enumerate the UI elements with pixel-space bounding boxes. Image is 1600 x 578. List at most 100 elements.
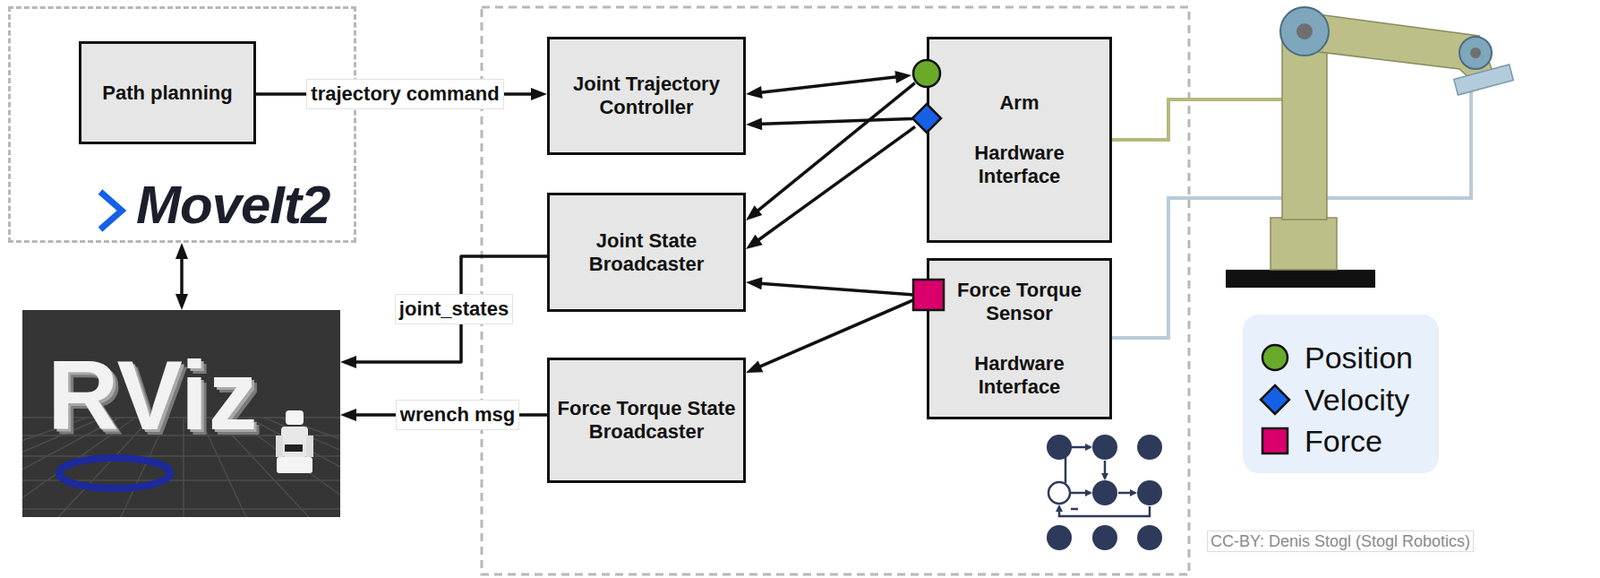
arrowhead	[175, 242, 189, 259]
robot-joint	[1280, 7, 1329, 56]
legend-swatch	[1258, 383, 1292, 416]
arm-wire	[1112, 99, 1286, 140]
connector	[175, 242, 189, 310]
logo-line	[1065, 446, 1091, 483]
robot-body	[281, 426, 309, 457]
robot-base-part	[276, 456, 313, 473]
robot-arm-part	[306, 435, 314, 457]
ros2-control-group	[481, 7, 1190, 574]
logo-line	[1118, 491, 1136, 495]
logo-text: RViz	[47, 345, 257, 445]
logo-line	[1103, 460, 1107, 479]
logo-text: MoveIt2	[136, 178, 330, 232]
arrowhead	[745, 85, 763, 99]
box-label: Joint State Broadcaster	[555, 229, 738, 276]
box-label: Force Torque State Broadcaster	[555, 396, 738, 444]
connector-line	[756, 119, 913, 125]
swatch-shape	[1260, 385, 1290, 414]
robot-joint-hub	[1296, 23, 1313, 40]
arrowhead	[745, 205, 762, 221]
box-label: Joint Trajectory Controller	[555, 72, 738, 120]
ros2-control-logo	[1046, 434, 1163, 550]
arrowhead	[175, 293, 189, 310]
broadcaster-box: Joint State Broadcaster	[547, 192, 746, 312]
robot-detail	[284, 444, 303, 452]
connector-line	[756, 282, 914, 295]
box-label: Hardware Interface	[934, 351, 1104, 399]
logo-dot	[1046, 524, 1072, 550]
arrowhead	[894, 70, 912, 84]
hardware-interface-box: Force Torque SensorHardware Interface	[926, 257, 1113, 420]
logo-dot	[1137, 434, 1163, 460]
legend-swatch	[1258, 424, 1292, 457]
robot-gripper	[1454, 64, 1514, 95]
grid-line	[22, 507, 341, 510]
connector-line	[756, 76, 901, 93]
robot-arm	[1225, 7, 1514, 288]
logo-sum-node	[1048, 481, 1070, 504]
arrowhead	[745, 234, 763, 249]
arrowhead	[340, 408, 357, 421]
connector	[745, 70, 912, 99]
edge-label: trajectory command	[306, 78, 504, 110]
robot-joint-hub	[1470, 47, 1481, 59]
connector	[745, 276, 914, 295]
connector-line	[753, 83, 915, 214]
legend-text: Velocity	[1304, 381, 1410, 418]
edge-label: wrench msg	[395, 399, 520, 430]
box-label: Arm	[999, 91, 1039, 115]
connector-line	[179, 253, 184, 300]
arrowhead	[745, 359, 763, 373]
logo-line	[1059, 505, 1150, 516]
connector	[745, 126, 916, 249]
legend-text: Force	[1304, 422, 1383, 459]
swatch-shape	[1262, 344, 1288, 370]
arrowhead	[530, 87, 548, 101]
connector-line	[754, 126, 916, 243]
connector-line	[755, 299, 916, 368]
moveit-chevron	[93, 183, 129, 238]
robot-joint	[1459, 36, 1492, 69]
connector	[745, 117, 913, 130]
logo-dot	[1092, 524, 1118, 550]
broadcaster-box: Force Torque State Broadcaster	[547, 357, 746, 483]
logo-minus	[1070, 507, 1079, 511]
credit-note: CC-BY: Denis Stogl (Stogl Robotics)	[1206, 530, 1474, 552]
connector	[340, 256, 548, 368]
box-label: Hardware Interface	[934, 141, 1104, 189]
ground-ring	[59, 457, 171, 488]
swatch-shape	[1262, 427, 1288, 454]
hardware-interface-box: ArmHardware Interface	[926, 36, 1113, 243]
logo-dot	[1092, 434, 1118, 460]
connector	[745, 83, 916, 221]
legend-text: Position	[1304, 339, 1413, 376]
arrowhead	[340, 355, 357, 368]
logo-line	[1070, 491, 1091, 495]
legend-swatch	[1258, 341, 1292, 374]
grid-line	[248, 417, 341, 517]
grid-line	[264, 417, 341, 517]
chevron-line	[100, 191, 122, 230]
robot-base	[1225, 269, 1376, 288]
robot-arm-part	[275, 435, 283, 457]
edge-label: joint_states	[394, 293, 514, 325]
velocity-port	[912, 103, 942, 133]
process-box: Path planning	[78, 41, 257, 145]
robot-link	[1304, 12, 1494, 78]
robot-link	[1282, 35, 1327, 220]
moveit-group: MoveIt2 Path planning	[8, 6, 357, 243]
arrowhead	[745, 276, 762, 290]
controller-box: Joint Trajectory Controller	[547, 36, 746, 155]
rviz-window: RViz	[22, 309, 341, 517]
logo-dot	[1137, 524, 1163, 550]
box-label: Force Torque Sensor	[934, 278, 1104, 326]
box-label: Path planning	[102, 81, 232, 105]
position-port	[913, 59, 941, 87]
robot-figure	[275, 410, 314, 473]
legend-panel: PositionVelocityForce	[1242, 314, 1439, 473]
robot-pedestal	[1270, 217, 1337, 270]
connector	[745, 299, 916, 373]
connector-line	[350, 256, 548, 362]
logo-dot	[1137, 479, 1163, 505]
robot-head	[285, 410, 304, 425]
